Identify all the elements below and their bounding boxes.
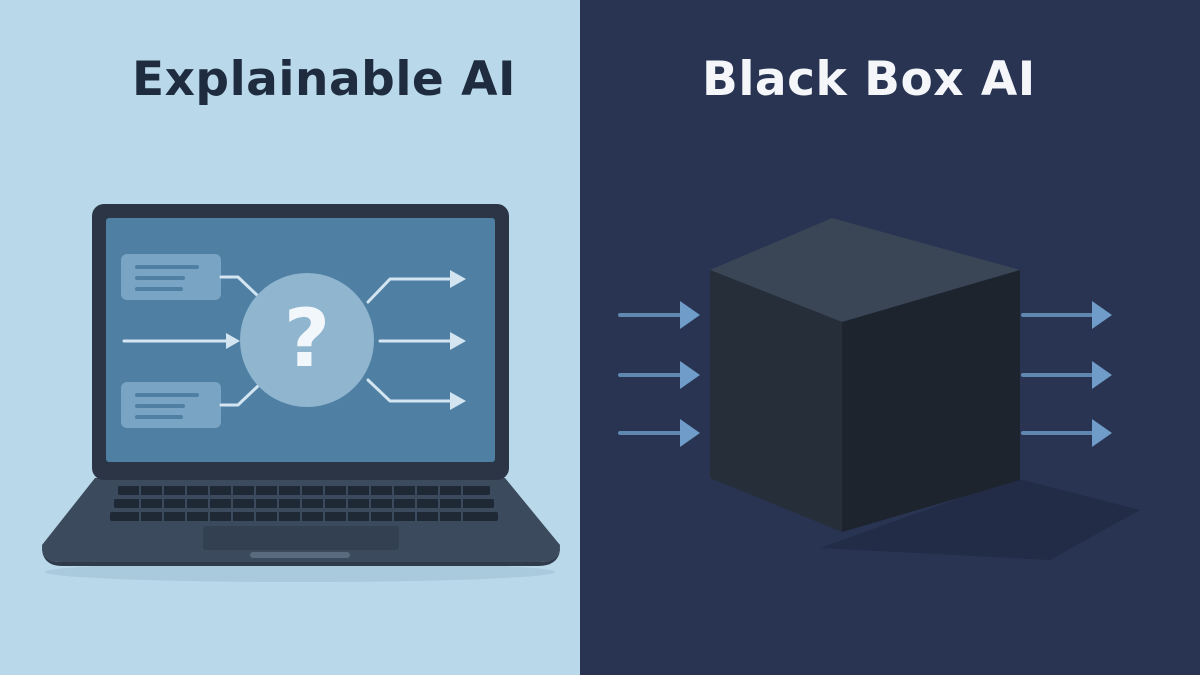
explainable-ai-illustration: ? [0, 0, 580, 675]
arrowhead-middle-left [226, 333, 240, 349]
input-card-top [121, 254, 221, 300]
explainable-ai-title: Explainable AI [132, 52, 517, 107]
input-arrow-1 [618, 301, 700, 329]
input-card-bottom [121, 382, 221, 428]
explainable-ai-panel: ? Explainable AI [0, 0, 580, 675]
cube-side-face [842, 270, 1020, 532]
cube-icon [710, 218, 1020, 532]
input-arrow-3 [618, 419, 700, 447]
black-box-ai-panel: Black Box AI [580, 0, 1200, 675]
black-box-ai-illustration [580, 0, 1200, 675]
question-circle [240, 273, 374, 407]
arrowhead-bottom-right [450, 392, 466, 410]
black-box-ai-title: Black Box AI [702, 52, 1036, 107]
output-arrow-3 [1021, 419, 1112, 447]
cube-top-face [710, 218, 1020, 322]
question-mark-icon: ? [284, 292, 330, 385]
output-arrow-1 [1021, 301, 1112, 329]
trackpad [203, 526, 399, 550]
connector-top-left [219, 275, 260, 298]
arrowhead-top-right [450, 270, 466, 288]
cube-front-face [710, 270, 842, 532]
arrow-bottom-right [366, 378, 454, 403]
output-arrow-2 [1021, 361, 1112, 389]
output-arrows [1021, 301, 1112, 447]
arrow-top-right [366, 277, 454, 304]
screen-diagram: ? [121, 254, 466, 428]
arrowhead-middle-right [450, 332, 466, 350]
connector-bottom-left [219, 384, 260, 407]
keyboard [110, 486, 498, 521]
input-arrow-2 [618, 361, 700, 389]
input-arrows [618, 301, 700, 447]
